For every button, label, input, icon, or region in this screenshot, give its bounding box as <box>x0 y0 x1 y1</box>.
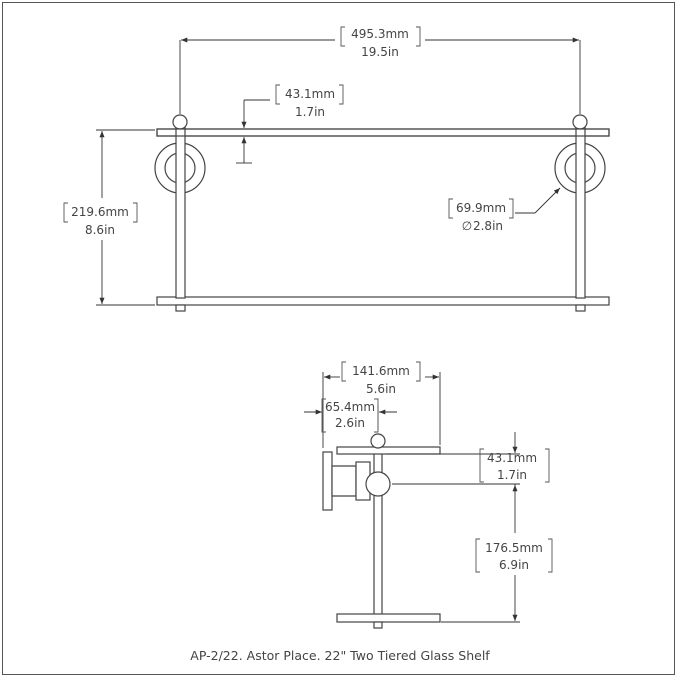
flange-in-label: 2.8in <box>473 219 503 233</box>
bottom-glass-shelf <box>156 296 610 306</box>
left-foot <box>175 304 186 312</box>
width-bracket <box>340 26 421 47</box>
drop-mm-label: 43.1mm <box>487 451 537 465</box>
gap-mm-label: 176.5mm <box>485 541 543 555</box>
right-post <box>575 121 586 299</box>
side-top-shelf <box>336 446 441 455</box>
offset-bracket <box>321 398 379 433</box>
height-bracket <box>63 202 138 223</box>
depth-mm-label: 141.6mm <box>352 364 410 378</box>
left-finial <box>172 114 188 130</box>
wall-plate <box>322 451 333 511</box>
drawing-caption: AP-2/22. Astor Place. 22" Two Tiered Gla… <box>190 648 490 663</box>
left-post <box>175 121 186 299</box>
drop-in-label: 1.7in <box>497 468 527 482</box>
width-mm-label: 495.3mm <box>351 27 409 41</box>
top-shelf-outline <box>156 128 610 137</box>
drop-bracket <box>479 448 550 483</box>
flange-mm-label: 69.9mm <box>456 201 506 215</box>
height-mm-label: 219.6mm <box>71 205 129 219</box>
rod-drop-mm-label: 43.1mm <box>285 87 335 101</box>
offset-in-label: 2.6in <box>335 416 365 430</box>
right-finial <box>572 114 588 130</box>
gap-bracket <box>475 538 553 573</box>
side-bottom-shelf <box>336 613 441 623</box>
side-top-finial <box>370 433 386 449</box>
side-joint-ball <box>365 471 391 497</box>
side-foot <box>373 621 383 629</box>
width-in-label: 19.5in <box>361 45 399 59</box>
side-view: 141.6mm 5.6in 65.4mm 2.6in 43.1mm 1.7in … <box>304 361 553 629</box>
wall-arm <box>331 465 357 497</box>
flange-bracket <box>448 198 514 219</box>
top-glass-shelf <box>156 128 610 137</box>
front-view: 495.3mm 19.5in 43.1mm 1.7in 219.6mm 8.6i… <box>63 26 610 312</box>
diameter-symbol: ∅ <box>462 219 472 233</box>
height-in-label: 8.6in <box>85 223 115 237</box>
depth-bracket <box>341 361 421 382</box>
rod-drop-in-label: 1.7in <box>295 105 325 119</box>
depth-in-label: 5.6in <box>366 382 396 396</box>
flange-leader-arrow <box>534 187 561 214</box>
right-foot <box>575 304 586 312</box>
gap-in-label: 6.9in <box>499 558 529 572</box>
rod-drop-bracket <box>275 84 344 105</box>
offset-mm-label: 65.4mm <box>325 400 375 414</box>
